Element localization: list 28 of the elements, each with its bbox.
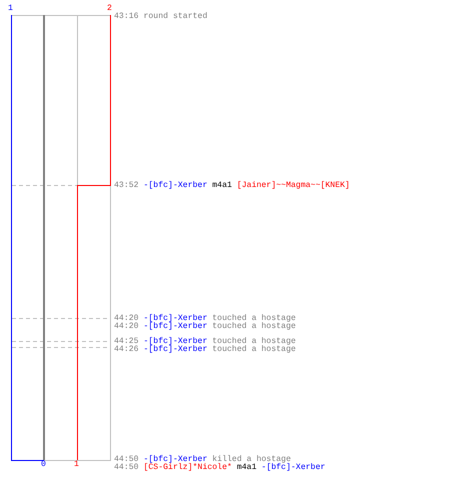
player-name: -[bfc]-Xerber: [143, 345, 208, 354]
weapon-name: m4a1: [236, 463, 256, 472]
event-text: round started: [143, 12, 208, 21]
player-name: [Jainer]~~Magma~~[KNEK]: [236, 181, 350, 190]
time-label: 44:50: [114, 455, 139, 464]
count-number: 2: [107, 5, 112, 13]
weapon-name: m4a1: [212, 181, 232, 190]
time-label: 43:52: [114, 181, 139, 190]
time-label: 44:26: [114, 345, 139, 354]
player-name: -[bfc]-Xerber: [261, 463, 326, 472]
player-name: [CS-Girlz]*Nicole*: [143, 463, 232, 472]
player-name: -[bfc]-Xerber: [143, 337, 208, 346]
player-name: -[bfc]-Xerber: [143, 314, 208, 323]
event-text: touched a hostage: [212, 345, 296, 354]
time-label: 44:50: [114, 463, 139, 472]
event-text: touched a hostage: [212, 337, 296, 346]
player-name: -[bfc]-Xerber: [143, 455, 208, 464]
event-text: killed a hostage: [212, 455, 291, 464]
player-name: -[bfc]-Xerber: [143, 322, 208, 331]
player-name: -[bfc]-Xerber: [143, 181, 208, 190]
time-label: 44:20: [114, 314, 139, 323]
time-label: 43:16: [114, 12, 139, 21]
count-number: 1: [8, 5, 13, 13]
time-label: 44:25: [114, 337, 139, 346]
event-text: touched a hostage: [212, 322, 296, 331]
count-number: 1: [74, 461, 79, 469]
event-text: touched a hostage: [212, 314, 296, 323]
time-label: 44:20: [114, 322, 139, 331]
